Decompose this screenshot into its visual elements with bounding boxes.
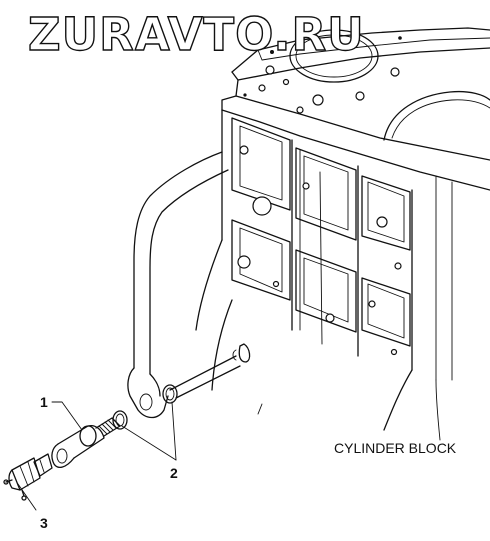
watermark-text: ZURAVTO.RU — [28, 8, 365, 61]
callout-2: 2 — [170, 465, 178, 481]
adapter-part — [51, 417, 121, 469]
washers — [112, 384, 178, 430]
callout-1: 1 — [40, 394, 48, 410]
cylinder-block-label: CYLINDER BLOCK — [334, 440, 457, 456]
leader-lines — [17, 401, 177, 511]
pressure-switch-part — [3, 453, 53, 501]
cylinder-block-drawing — [127, 27, 490, 441]
callout-3: 3 — [40, 515, 48, 531]
